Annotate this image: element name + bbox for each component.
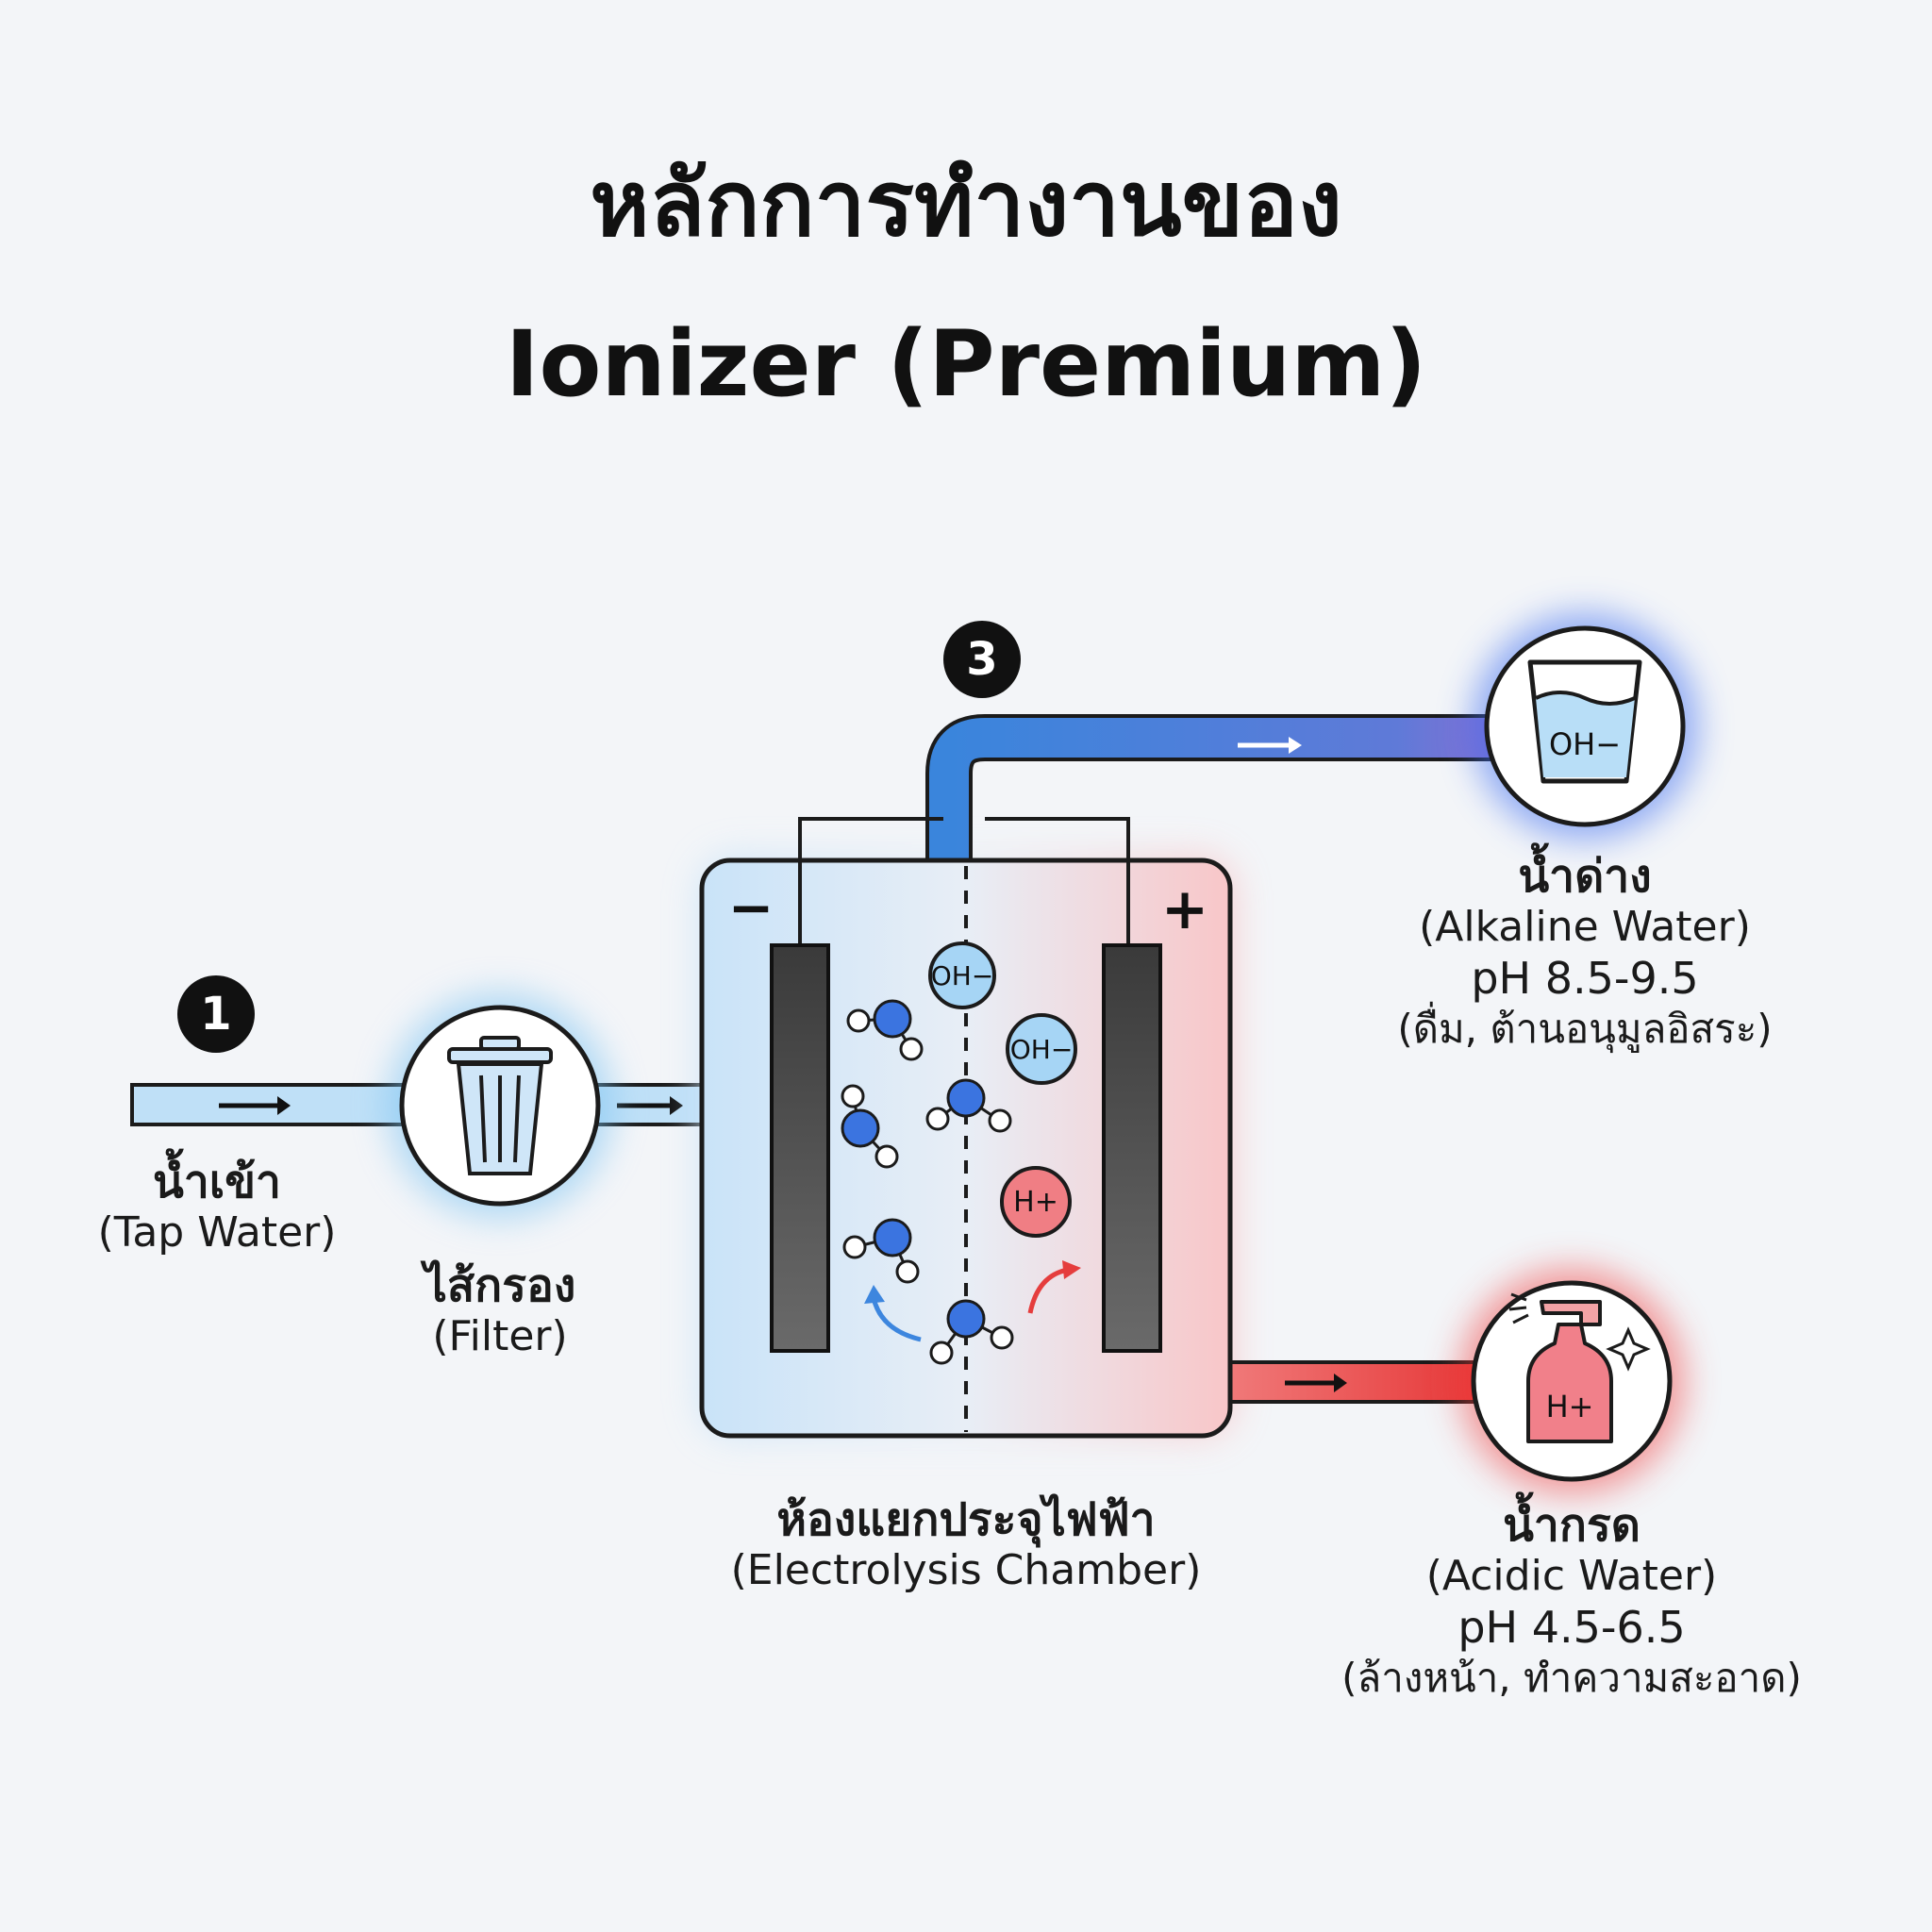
acidic-ph: pH 4.5-6.5: [1457, 1601, 1686, 1653]
trash-bin-icon: [447, 1036, 553, 1175]
cathode-sign: −: [728, 875, 774, 940]
alkaline-ph: pH 8.5-9.5: [1471, 952, 1699, 1004]
acidic-thai: น้ำกรด: [1503, 1499, 1641, 1552]
step-badge-3: 3: [943, 621, 1021, 698]
cathode-migration-arrow: [864, 1285, 922, 1342]
water-molecule: [841, 1084, 899, 1169]
alkaline-english: (Alkaline Water): [1419, 903, 1751, 952]
chamber-label: ห้องแยกประจุไฟฟ้า (Electrolysis Chamber): [655, 1493, 1277, 1596]
svg-text:OH−: OH−: [1549, 726, 1621, 762]
chamber-english: (Electrolysis Chamber): [730, 1546, 1202, 1595]
water-glass-icon: OH−: [1527, 659, 1642, 784]
cathode-electrode: [770, 943, 830, 1353]
anode-migration-arrow: [1027, 1260, 1081, 1314]
hydroxide-ion: OH−: [928, 941, 996, 1009]
alkaline-outlet-pipe: [925, 714, 1509, 860]
tap-water-thai: น้ำเข้า: [153, 1156, 281, 1208]
filter-outlet-arrow: [617, 1096, 683, 1115]
svg-text:OH−: OH−: [1010, 1034, 1074, 1065]
step-badge-1: 1: [177, 975, 255, 1053]
alkaline-flow-arrow: [1238, 737, 1302, 754]
anode-sign: +: [1161, 876, 1208, 942]
alkaline-thai: น้ำด่าง: [1518, 850, 1652, 903]
svg-text:H+: H+: [1013, 1186, 1058, 1219]
water-molecule: [929, 1299, 1014, 1365]
hydroxide-ion: OH−: [1006, 1013, 1077, 1085]
svg-text:OH−: OH−: [931, 960, 994, 991]
inlet-pipe: [130, 1083, 408, 1126]
title-thai: หลักการทำงานของ: [590, 151, 1342, 257]
svg-text:H+: H+: [1546, 1389, 1594, 1424]
acidic-english: (Acidic Water): [1425, 1552, 1718, 1601]
tap-water-english: (Tap Water): [97, 1208, 337, 1257]
water-molecule: [925, 1078, 1012, 1133]
water-molecule: [846, 999, 924, 1061]
acidic-label: น้ำกรด (Acidic Water) pH 4.5-6.5 (ล้างหน…: [1270, 1499, 1874, 1704]
electrode-wires: [798, 817, 1130, 945]
spray-bottle-icon: H+: [1508, 1292, 1651, 1443]
anode-electrode: [1102, 943, 1162, 1353]
water-molecule: [842, 1218, 920, 1284]
chamber-thai: ห้องแยกประจุไฟฟ้า: [776, 1493, 1156, 1546]
inlet-arrow: [219, 1096, 291, 1115]
filter-label: ไส้กรอง (Filter): [368, 1259, 632, 1362]
acidic-use: (ล้างหน้า, ทำความสะอาด): [1341, 1655, 1802, 1702]
hydrogen-ion: H+: [1000, 1166, 1072, 1238]
title-english: Ionizer (Premium): [505, 311, 1427, 417]
alkaline-label: น้ำด่าง (Alkaline Water) pH 8.5-9.5 (ดื่…: [1302, 850, 1868, 1055]
acidic-flow-arrow: [1285, 1374, 1347, 1392]
alkaline-use: (ดื่ม, ต้านอนุมูลอิสระ): [1397, 1006, 1773, 1053]
filter-thai: ไส้กรอง: [424, 1259, 576, 1312]
tap-water-label: น้ำเข้า (Tap Water): [57, 1156, 377, 1258]
filter-english: (Filter): [432, 1312, 568, 1361]
